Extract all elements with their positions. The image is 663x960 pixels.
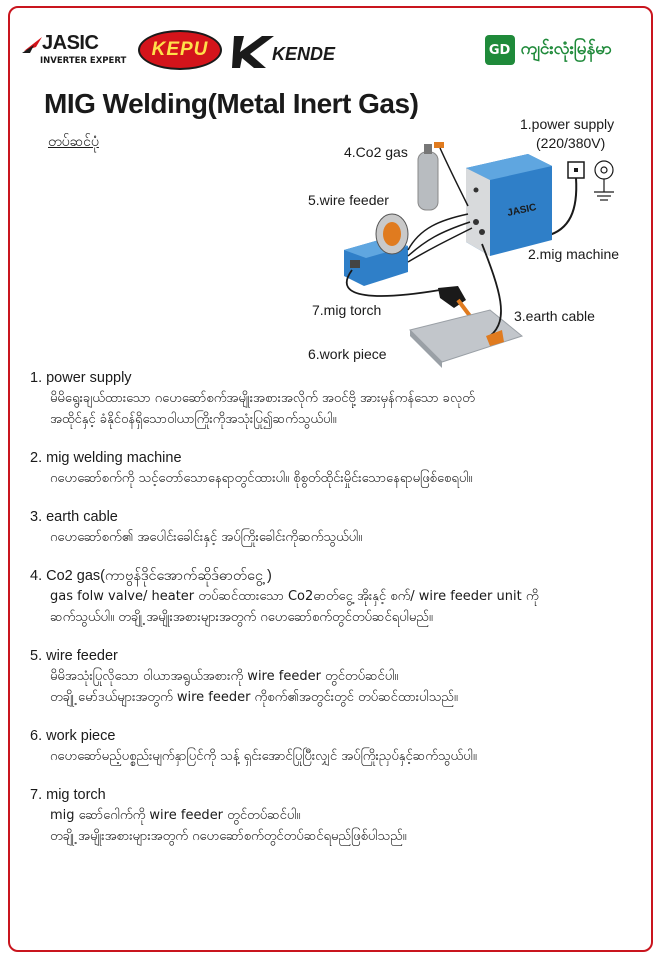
list-item: 7. mig torch mig ဆော်ဂေါက်ကို wire feede… <box>30 785 640 847</box>
label-earth-cable: 3.earth cable <box>514 308 595 324</box>
header-logos: JASIC INVERTER EXPERT KEPU KENDE GD ကျင်… <box>22 24 642 84</box>
item-heading: 1. power supply <box>30 370 132 386</box>
list-item: 2. mig welding machine ဂဟေဆော်စက်ကို သင့… <box>30 448 640 489</box>
kepu-name: KEPU <box>151 39 209 60</box>
page-title: MIG Welding(Metal Inert Gas) <box>44 88 419 119</box>
item-heading: 7. mig torch <box>30 787 106 803</box>
item-line: gas folw valve/ heater တပ်ဆင်ထားသော Co2ဓ… <box>50 589 539 604</box>
page-border <box>8 6 653 952</box>
list-item: 1. power supply မိမိရွေးချယ်ထားသော ဂဟေဆေ… <box>30 368 640 430</box>
item-line: ဂဟေဆော်စက်ကို သင့်တော်သောနေရာတွင်ထားပါ။ … <box>50 471 473 486</box>
ground-symbol-icon <box>594 160 614 180</box>
earth-clamp <box>486 330 504 346</box>
item-heading: 4. Co2 gas(ကာဗွန်ဒိုင်အောက်ဆိုဒ်ဓာတ်ငွေ့… <box>30 568 272 584</box>
co2-cylinder <box>417 151 439 211</box>
item-heading: 6. work piece <box>30 728 116 744</box>
diagram-illustration: JASIC <box>344 142 614 368</box>
item-line: တချို့ အမျိုးအစားများအတွက် ဂဟေဆော်စက်တွင… <box>50 829 407 844</box>
kende-name: KENDE <box>272 44 336 64</box>
brand-logo: GD ကျင်းလုံးမြန်မာ <box>484 32 612 68</box>
item-line: မိမိအသုံးပြုလိုသော ဝါယာအရွယ်အစားကို wire… <box>50 669 399 684</box>
item-line: ဆက်သွယ်ပါ။ တချို့ အမျိုးအစားများအတွက် ဂဟ… <box>50 610 433 625</box>
item-line: mig ဆော်ဂေါက်ကို wire feeder တွင်တပ်ဆင်ပ… <box>50 808 301 823</box>
jasic-logo: JASIC INVERTER EXPERT <box>22 32 132 72</box>
kende-k-icon <box>232 36 274 68</box>
jasic-name: JASIC <box>42 32 99 54</box>
brand-name: ကျင်းလုံးမြန်မာ <box>520 38 612 59</box>
list-item: 6. work piece ဂဟေဆော်မည့်ပစ္စည်းမျက်နှာပ… <box>30 726 640 767</box>
item-line: ဂဟေဆော်စက်၏ အပေါင်းခေါင်းနှင့် အပ်ကြိုးခ… <box>50 530 363 545</box>
item-line: ဂဟေဆော်မည့်ပစ္စည်းမျက်နှာပြင်ကို သန့် ရှ… <box>50 749 477 764</box>
jasic-tagline: INVERTER EXPERT <box>40 56 127 66</box>
item-line: တချို့ မော်ဒယ်များအတွက် wire feeder ကိုစ… <box>50 690 458 705</box>
label-work-piece: 6.work piece <box>308 346 387 362</box>
label-mig-machine: 2.mig machine <box>528 246 620 262</box>
kende-logo: KENDE <box>232 34 342 70</box>
label-power-voltage: (220/380V) <box>536 135 606 151</box>
instruction-list: 1. power supply မိမိရွေးချယ်ထားသော ဂဟေဆေ… <box>30 368 640 865</box>
work-piece <box>409 309 524 363</box>
list-item: 4. Co2 gas(ကာဗွန်ဒိုင်အောက်ဆိုဒ်ဓာတ်ငွေ့… <box>30 566 640 628</box>
item-heading: 2. mig welding machine <box>30 450 182 466</box>
label-wire-feeder: 5.wire feeder <box>308 192 389 208</box>
label-power-supply: 1.power supply <box>520 116 615 132</box>
list-item: 5. wire feeder မိမိအသုံးပြုလိုသော ဝါယာအရ… <box>30 646 640 708</box>
item-heading: 5. wire feeder <box>30 648 118 664</box>
item-line: အထိုင်နှင့် ခံနိုင်ဝန်ရှိသောဝါယာကြိုးကို… <box>50 412 337 427</box>
page-subtitle: တပ်ဆင်ပုံ <box>48 134 99 150</box>
item-heading: 3. earth cable <box>30 509 118 525</box>
list-item: 3. earth cable ဂဟေဆော်စက်၏ အပေါင်းခေါင်း… <box>30 507 640 548</box>
welding-setup-diagram: JASIC 1.power supply (220/380V) 2.mig ma… <box>290 110 650 370</box>
jasic-swoosh-icon <box>22 37 42 53</box>
label-co2-gas: 4.Co2 gas <box>344 144 408 160</box>
kepu-logo: KEPU <box>138 30 222 70</box>
item-line: မိမိရွေးချယ်ထားသော ဂဟေဆော်စက်အမျိုးအစားအ… <box>50 391 475 406</box>
brand-badge-icon: GD <box>484 35 515 65</box>
label-mig-torch: 7.mig torch <box>312 302 382 318</box>
